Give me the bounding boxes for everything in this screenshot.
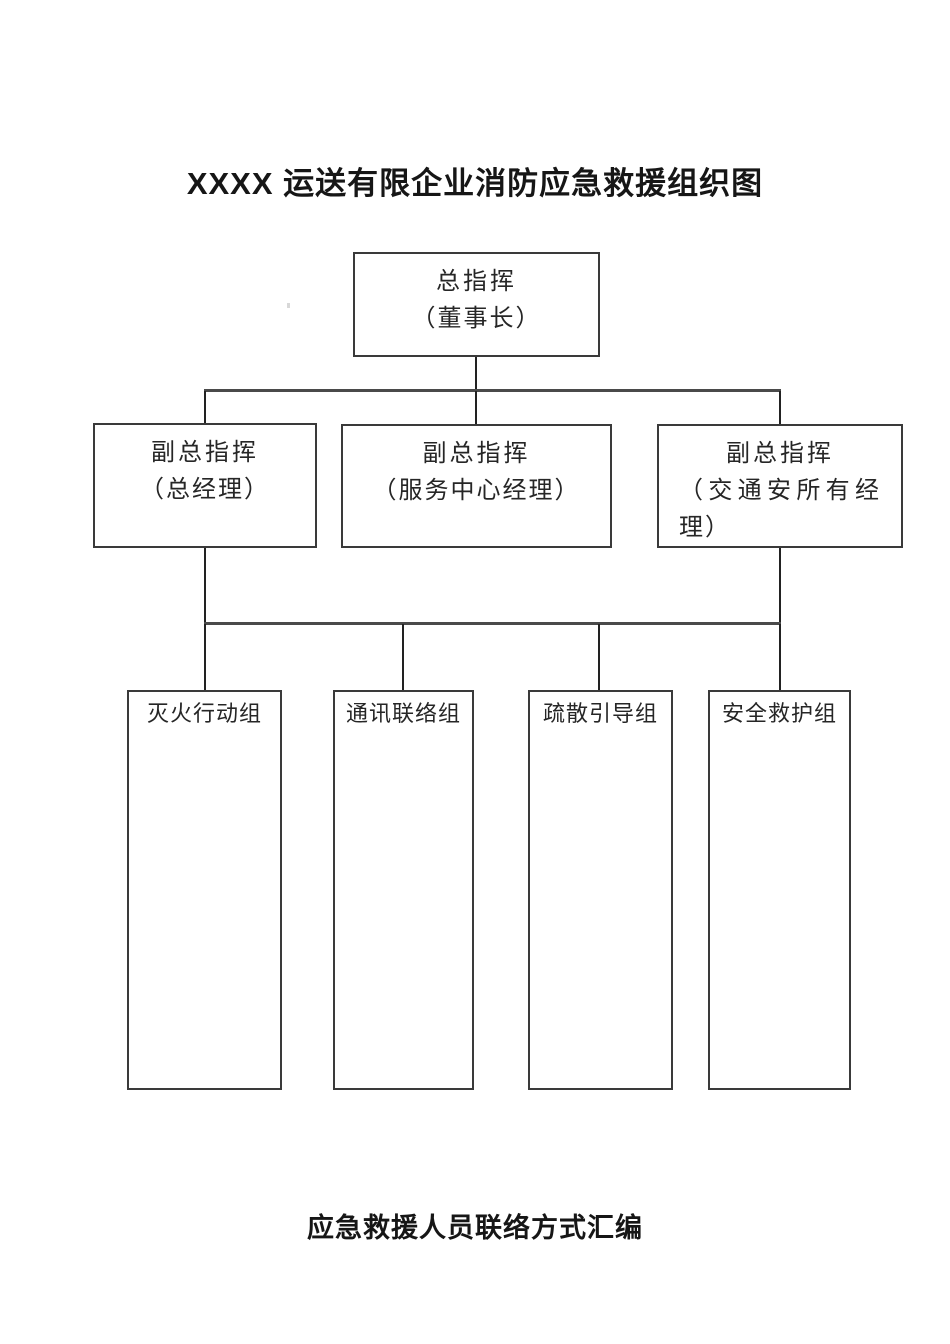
connector-group4-drop <box>779 624 781 690</box>
org-node-title: 副总指挥 <box>151 440 259 466</box>
connector-deputy1-drop <box>204 391 206 423</box>
connector-deputy1-down <box>204 548 206 622</box>
connector-deputy2-drop <box>475 391 477 424</box>
org-node-subtitle: （服务中心经理） <box>372 478 581 504</box>
connector-deputy3-down <box>779 548 781 622</box>
org-node-fire-fighting-group: 灭火行动组 <box>127 690 282 1090</box>
org-node-label: 疏散引导组 <box>542 701 658 726</box>
org-node-label: 通讯联络组 <box>345 701 461 726</box>
org-node-title: 副总指挥 <box>422 441 531 467</box>
scan-artifact-dot <box>287 303 290 308</box>
connector-group2-drop <box>402 624 404 690</box>
org-node-title: 总指挥 <box>436 269 517 295</box>
org-node-title: 副总指挥 <box>726 441 834 467</box>
org-node-evacuation-guide-group: 疏散引导组 <box>528 690 673 1090</box>
connector-rail-bottom <box>204 622 781 625</box>
org-node-label: 安全救护组 <box>721 701 837 726</box>
org-node-deputy-general-manager: 副总指挥 （总经理） <box>93 423 317 548</box>
org-node-deputy-service-center-manager: 副总指挥 （服务中心经理） <box>341 424 612 548</box>
org-node-communication-liaison-group: 通讯联络组 <box>333 690 474 1090</box>
org-node-label: 灭火行动组 <box>146 701 262 726</box>
org-node-chief-commander: 总指挥 （董事长） <box>353 252 600 357</box>
org-node-subtitle: （总经理） <box>140 477 270 503</box>
org-node-subtitle: （董事长） <box>411 306 542 332</box>
connector-rail-top <box>204 389 781 392</box>
footer-title: 应急救援人员联络方式汇编 <box>307 1213 643 1243</box>
org-node-subtitle: （交通安所有经理） <box>679 478 881 541</box>
connector-deputy3-drop <box>779 391 781 424</box>
connector-root-down <box>475 357 477 391</box>
page-title: XXXX 运送有限企业消防应急救援组织图 <box>186 166 764 201</box>
org-node-safety-rescue-group: 安全救护组 <box>708 690 851 1090</box>
org-node-deputy-traffic-safety-manager: 副总指挥 （交通安所有经理） <box>657 424 903 548</box>
connector-group3-drop <box>598 624 600 690</box>
connector-group1-drop <box>204 624 206 690</box>
